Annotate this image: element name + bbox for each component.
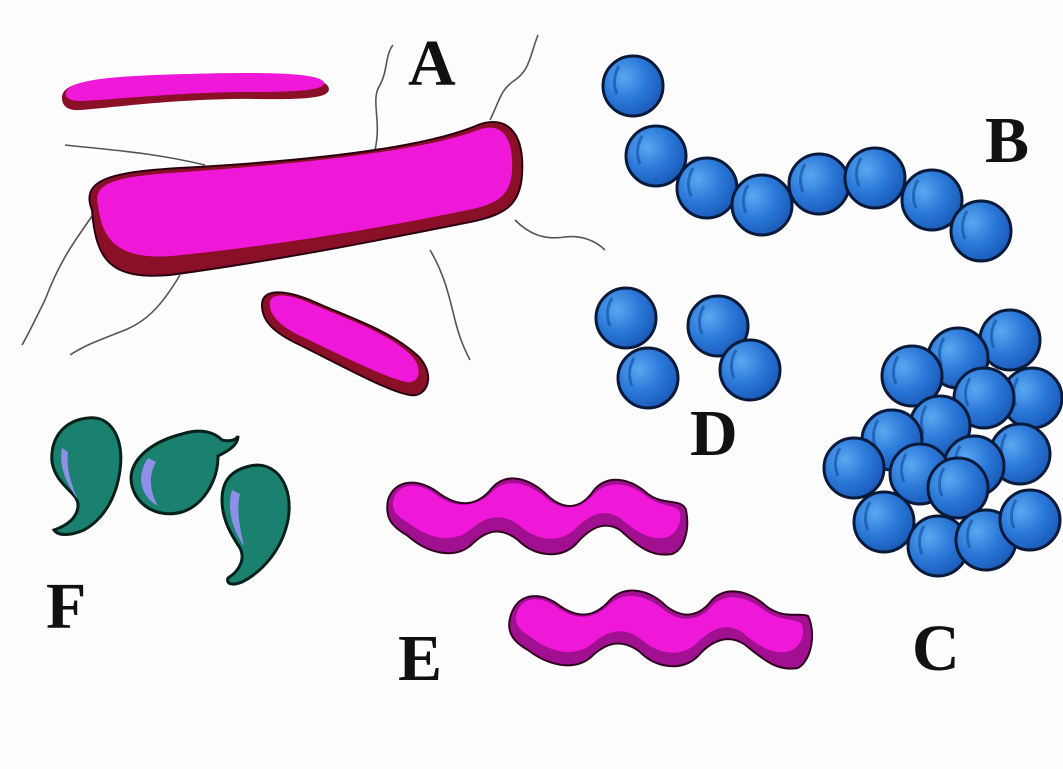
bacillus-group	[22, 35, 605, 395]
vibrio-right	[222, 465, 289, 584]
vibrio-left	[52, 418, 121, 535]
streptococcus-chain	[603, 56, 1011, 261]
bacillus-small-bottom	[262, 292, 428, 395]
spirillum-upper	[387, 478, 687, 554]
label-e: E	[398, 622, 442, 695]
staphylococcus-cluster	[824, 310, 1062, 576]
label-d: D	[690, 397, 738, 470]
label-b: B	[985, 104, 1029, 177]
spirillum-lower	[509, 591, 812, 669]
bacillus-small-top	[62, 73, 329, 110]
bacillus-large	[89, 122, 522, 276]
vibrio-group	[52, 418, 289, 584]
diplococcus-group	[596, 288, 780, 408]
label-a: A	[408, 27, 456, 100]
label-c: C	[912, 612, 960, 685]
label-f: F	[46, 570, 86, 643]
